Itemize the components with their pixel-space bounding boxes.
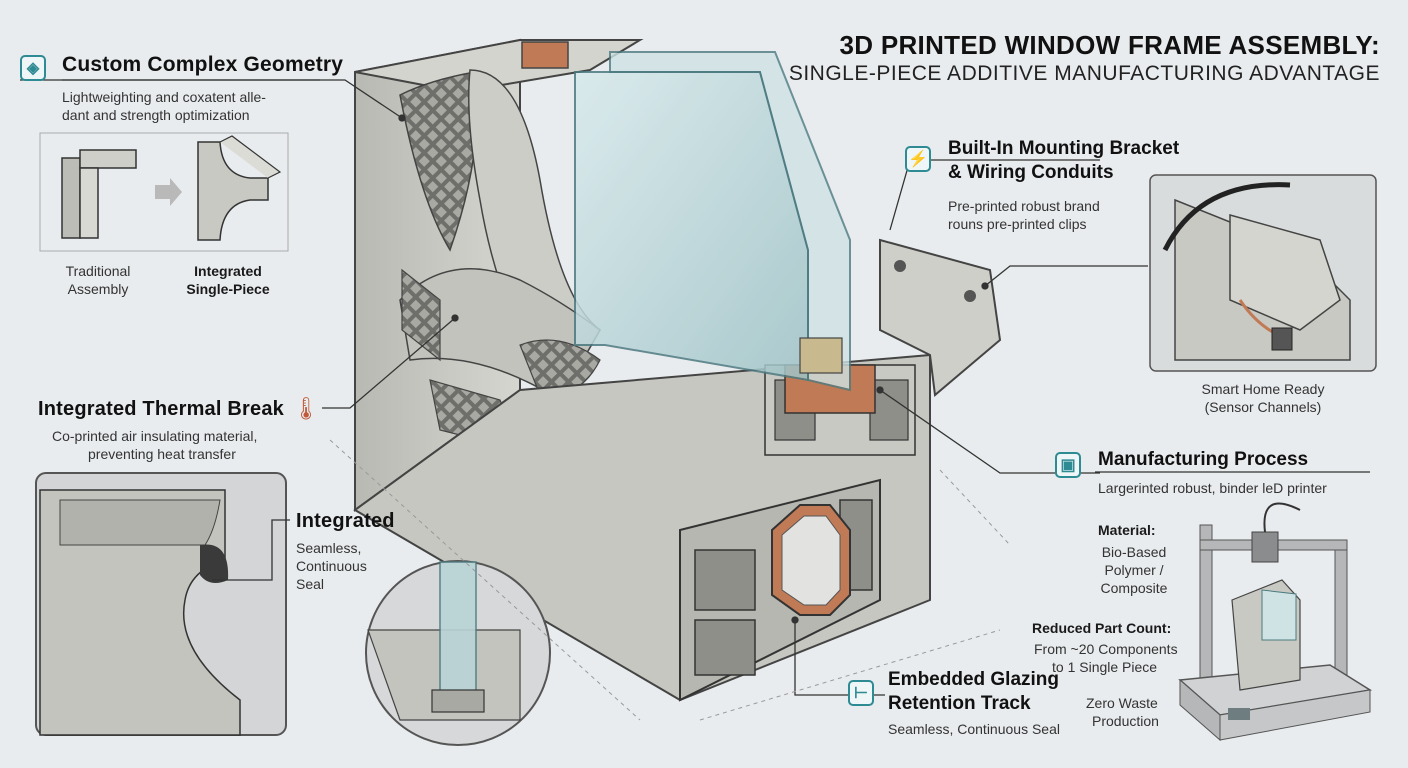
seal-detail bbox=[39, 489, 241, 736]
seal-desc-line1: Seamless, bbox=[296, 540, 362, 556]
bracket-title-line2: & Wiring Conduits bbox=[948, 162, 1114, 183]
geometry-icon: ◈ bbox=[20, 55, 46, 81]
material-line2: Polymer / bbox=[1104, 562, 1164, 578]
thermal-title: Integrated Thermal Break bbox=[38, 398, 284, 420]
integrated-label-line2: Single-Piece bbox=[186, 281, 270, 297]
mounting-bracket bbox=[879, 238, 1002, 397]
bolt-icon: ⚡ bbox=[905, 146, 931, 172]
reduced-line1: From ~20 Components bbox=[1034, 641, 1178, 657]
printer-icon: ▣ bbox=[1055, 452, 1081, 478]
main-frame bbox=[353, 38, 931, 702]
glazing-title-line1: Embedded Glazing bbox=[888, 669, 1060, 690]
smart-home-label: Smart Home Ready (Sensor Channels) bbox=[1150, 380, 1376, 416]
integrated-label-line1: Integrated bbox=[194, 263, 262, 279]
thermal-desc-line2: preventing heat transfer bbox=[88, 446, 236, 462]
bracket-desc-line2: rouns pre-printed clips bbox=[948, 216, 1087, 232]
traditional-label-line2: Assembly bbox=[67, 281, 129, 297]
integrated-piece-sketch bbox=[197, 135, 282, 241]
track-icon: ⊢ bbox=[848, 680, 874, 706]
bracket-desc-line1: Pre-printed robust brand bbox=[948, 198, 1100, 214]
material-line3: Composite bbox=[1100, 580, 1168, 596]
glazing-track-detail bbox=[367, 561, 521, 721]
reduced-line2: to 1 Single Piece bbox=[1052, 659, 1158, 675]
material-label: Material: bbox=[1098, 522, 1156, 538]
geometry-desc-line2: dant and strength optimization bbox=[62, 107, 250, 123]
page-title: 3D PRINTED WINDOW FRAME ASSEMBLY: bbox=[839, 30, 1380, 60]
seal-desc-line2: Continuous bbox=[296, 558, 367, 574]
material-value: Bio-Based Polymer / Composite bbox=[1096, 543, 1172, 597]
geometry-title: Custom Complex Geometry bbox=[62, 53, 344, 76]
seal-desc-line3: Seal bbox=[296, 576, 325, 592]
thermometer-icon: 🌡 bbox=[292, 396, 320, 421]
double-glazing bbox=[574, 51, 851, 392]
glazing-title-line2: Retention Track bbox=[888, 693, 1031, 714]
sensor-channel-detail bbox=[1162, 182, 1351, 361]
traditional-label: Traditional Assembly bbox=[58, 262, 138, 298]
3d-printer-illustration bbox=[1178, 502, 1373, 742]
bracket-title-line1: Built-In Mounting Bracket bbox=[948, 138, 1180, 159]
glazing-desc: Seamless, Continuous Seal bbox=[888, 721, 1060, 737]
integrated-label: Integrated Single-Piece bbox=[178, 262, 278, 298]
traditional-label-line1: Traditional bbox=[65, 263, 131, 279]
geometry-desc-line1: Lightweighting and coxatent alle- bbox=[62, 89, 266, 105]
material-line1: Bio-Based bbox=[1101, 544, 1167, 560]
smart-home-line1: Smart Home Ready bbox=[1201, 381, 1325, 397]
seal-title: Integrated bbox=[296, 510, 395, 532]
waste-line2: Production bbox=[1092, 713, 1159, 729]
waste-line1: Zero Waste bbox=[1086, 695, 1158, 711]
process-desc: Largerinted robust, binder leD printer bbox=[1098, 480, 1327, 496]
thermal-desc-line1: Co-printed air insulating material, bbox=[52, 428, 258, 444]
smart-home-line2: (Sensor Channels) bbox=[1204, 399, 1322, 415]
page-subtitle: SINGLE-PIECE ADDITIVE MANUFACTURING ADVA… bbox=[788, 62, 1380, 85]
process-title: Manufacturing Process bbox=[1098, 449, 1309, 470]
reduced-label: Reduced Part Count: bbox=[1032, 620, 1172, 636]
traditional-assembly-sketch bbox=[61, 149, 137, 239]
